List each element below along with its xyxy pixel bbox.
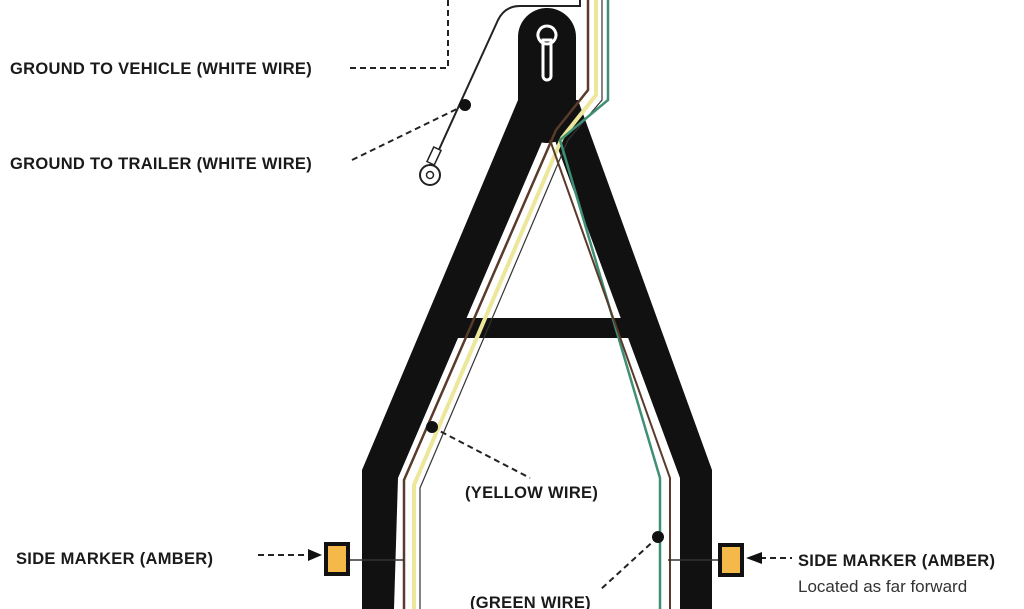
connection-dots: [426, 99, 664, 543]
white-ground-wire: [431, 0, 581, 166]
label-ground-trailer: GROUND TO TRAILER (WHITE WIRE): [10, 155, 312, 173]
label-side-marker-left: SIDE MARKER (AMBER): [16, 550, 213, 568]
brown-wire-right: [549, 139, 671, 609]
frame-crossbar: [450, 318, 630, 338]
label-ground-vehicle: GROUND TO VEHICLE (WHITE WIRE): [10, 60, 312, 78]
wires: [350, 0, 718, 609]
green-wire-dot: [652, 531, 664, 543]
frame-right-rail: [540, 100, 712, 609]
label-green-wire: (GREEN WIRE): [470, 594, 591, 609]
keyhole: [536, 24, 558, 82]
trailer-frame: [362, 8, 712, 609]
green-wire: [558, 0, 662, 609]
yellow-wire-edge: [419, 0, 603, 609]
arrow-right-marker-icon: [746, 552, 762, 564]
side-marker-note: Located as far forward: [798, 577, 967, 596]
brown-wire: [402, 0, 590, 609]
ring-terminal-crimp: [425, 146, 443, 166]
yellow-wire-dot: [426, 421, 438, 433]
arrow-left-marker-icon: [308, 549, 322, 561]
ground-junction-dot: [459, 99, 471, 111]
label-yellow-wire: (YELLOW WIRE): [465, 484, 598, 502]
side-marker-left: [324, 542, 350, 576]
label-side-marker-right: SIDE MARKER (AMBER): [798, 552, 995, 570]
side-marker-right: [718, 543, 744, 577]
frame-left-rail: [362, 100, 560, 609]
